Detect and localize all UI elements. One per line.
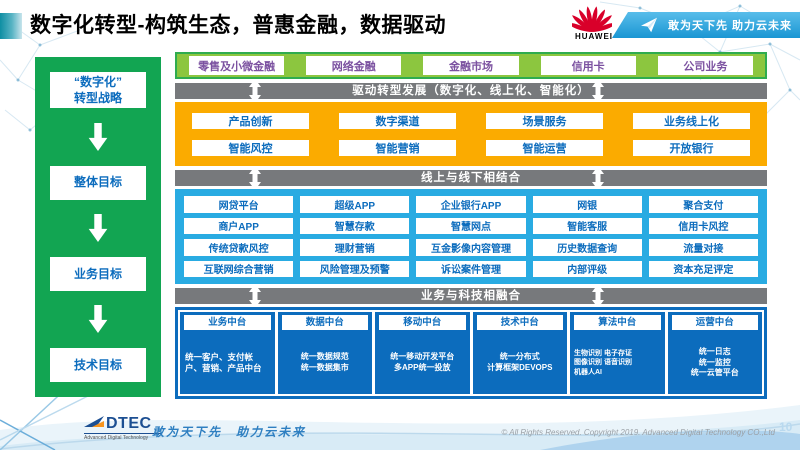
platform-header: 技术中台 bbox=[476, 315, 563, 330]
channel-box: 聚合支付 bbox=[648, 196, 758, 213]
platform-block: 业务中台 统一客户、支付帐户、营销、产品中台 数据中台 统一数据规范 统一数据集… bbox=[175, 307, 767, 399]
business-line-box: 信用卡 bbox=[540, 56, 636, 75]
down-arrow-icon bbox=[88, 305, 108, 334]
adtec-logo: DTEC Advanced Digital Technology bbox=[84, 416, 162, 441]
title-accent-square bbox=[0, 13, 22, 39]
capability-block: 产品创新 数字渠道 场景服务 业务线上化 智能风控 智能营销 智能运营 开放银行 bbox=[175, 102, 767, 166]
platform-body: 统一分布式 计算框架DEVOPS bbox=[487, 352, 553, 372]
channel-box: 内部评级 bbox=[532, 260, 642, 277]
platform-body: 统一客户、支付帐户、营销、产品中台 bbox=[185, 351, 262, 373]
sidebar-item-overall-goal: 整体目标 bbox=[50, 165, 146, 200]
capability-box: 智能运营 bbox=[486, 140, 603, 156]
platform-column-mobile: 移动中台 统一移动开发平台 多APP统一投放 bbox=[375, 312, 470, 394]
channel-box: 互联网综合营销 bbox=[184, 260, 294, 277]
capability-box: 智能营销 bbox=[339, 140, 456, 156]
business-line-strip: 零售及小微金融 网络金融 金融市场 信用卡 公司业务 bbox=[175, 52, 767, 79]
channel-box: 理财营销 bbox=[300, 239, 410, 256]
connector-bar-biz-tech: 业务与科技相融合 bbox=[175, 284, 767, 308]
business-line-box: 网络金融 bbox=[306, 56, 402, 75]
channel-box: 流量对接 bbox=[648, 239, 758, 256]
platform-header: 数据中台 bbox=[281, 315, 368, 330]
capability-box: 产品创新 bbox=[192, 113, 309, 129]
double-arrow-icon bbox=[592, 284, 605, 308]
channel-box: 网贷平台 bbox=[184, 196, 294, 213]
paper-plane-icon bbox=[640, 17, 658, 33]
connector-label: 驱动转型发展（数字化、线上化、智能化） bbox=[352, 85, 590, 97]
double-arrow-icon bbox=[249, 79, 261, 103]
channel-box: 历史数据查询 bbox=[532, 239, 642, 256]
channel-box: 信用卡风控 bbox=[648, 217, 758, 234]
huawei-flower-icon bbox=[572, 3, 616, 33]
channel-box: 智慧存款 bbox=[300, 217, 410, 234]
channel-box: 资本充足评定 bbox=[648, 260, 758, 277]
double-arrow-icon bbox=[592, 79, 605, 103]
platform-header: 移动中台 bbox=[379, 315, 466, 330]
adtec-subtext: Advanced Digital Technology bbox=[84, 433, 162, 441]
sidebar-item-business-goal: 业务目标 bbox=[50, 256, 146, 291]
channel-box: 智能客服 bbox=[532, 217, 642, 234]
banner-slogan: 敢为天下先 助力云未来 bbox=[668, 20, 793, 32]
channel-box: 互金影像内容管理 bbox=[416, 239, 526, 256]
platform-column-algorithm: 算法中台 生物识别 电子存证 图像识别 语音识别 机器人AI bbox=[570, 312, 665, 394]
footer-slogan: 敢为天下先 助力云未来 bbox=[152, 425, 307, 439]
platform-header: 算法中台 bbox=[574, 315, 661, 330]
double-arrow-icon bbox=[249, 166, 261, 190]
double-arrow-icon bbox=[592, 166, 605, 190]
connector-bar-online-offline: 线上与线下相结合 bbox=[175, 166, 767, 190]
platform-column-operation: 运营中台 统一日志 统一监控 统一云管平台 bbox=[667, 312, 762, 394]
header-banner: 敢为天下先 助力云未来 bbox=[612, 12, 800, 38]
strategy-sidebar: “数字化” 转型战略 整体目标 业务目标 技术目标 bbox=[35, 57, 161, 397]
platform-column-tech: 技术中台 统一分布式 计算框架DEVOPS bbox=[472, 312, 567, 394]
capability-box: 场景服务 bbox=[486, 113, 603, 129]
platform-header: 运营中台 bbox=[671, 315, 758, 330]
business-line-box: 零售及小微金融 bbox=[189, 56, 285, 75]
platform-body: 统一日志 统一监控 统一云管平台 bbox=[690, 346, 739, 378]
huawei-wordmark: HUAWEI bbox=[575, 32, 613, 41]
platform-body: 生物识别 电子存证 图像识别 语音识别 机器人AI bbox=[574, 349, 632, 376]
down-arrow-icon bbox=[88, 122, 108, 151]
sidebar-item-strategy: “数字化” 转型战略 bbox=[50, 72, 146, 109]
huawei-logo: HUAWEI bbox=[572, 3, 616, 41]
page-number: 10 bbox=[779, 420, 793, 434]
platform-header: 业务中台 bbox=[184, 315, 271, 330]
channel-box: 超级APP bbox=[300, 196, 410, 213]
channel-box: 商户APP bbox=[184, 217, 294, 234]
connector-label: 业务与科技相融合 bbox=[421, 290, 521, 302]
page-title: 数字化转型-构筑生态，普惠金融，数据驱动 bbox=[30, 14, 446, 37]
capability-box: 智能风控 bbox=[192, 140, 309, 156]
platform-column-data: 数据中台 统一数据规范 统一数据集市 bbox=[277, 312, 372, 394]
platform-column-business: 业务中台 统一客户、支付帐户、营销、产品中台 bbox=[180, 312, 275, 394]
business-line-box: 金融市场 bbox=[423, 56, 519, 75]
channel-box: 企业银行APP bbox=[416, 196, 526, 213]
adtec-wordmark: DTEC bbox=[106, 415, 152, 432]
sidebar-item-tech-goal: 技术目标 bbox=[50, 347, 146, 382]
channel-box: 风险管理及预警 bbox=[300, 260, 410, 277]
channel-block: 网贷平台 超级APP 企业银行APP 网银 聚合支付 商户APP 智慧存款 智慧… bbox=[175, 189, 767, 284]
adtec-mark-icon bbox=[84, 416, 104, 431]
channel-box: 智慧网点 bbox=[416, 217, 526, 234]
architecture-diagram: 零售及小微金融 网络金融 金融市场 信用卡 公司业务 驱动转型发展（数字化、线上… bbox=[175, 52, 767, 399]
connector-label: 线上与线下相结合 bbox=[421, 172, 521, 184]
capability-box: 开放银行 bbox=[633, 140, 750, 156]
business-line-box: 公司业务 bbox=[657, 56, 753, 75]
channel-box: 传统贷款风控 bbox=[184, 239, 294, 256]
connector-bar-drive-transform: 驱动转型发展（数字化、线上化、智能化） bbox=[175, 79, 767, 103]
capability-box: 业务线上化 bbox=[633, 113, 750, 129]
capability-box: 数字渠道 bbox=[339, 113, 456, 129]
platform-body: 统一移动开发平台 多APP统一投放 bbox=[390, 352, 455, 372]
down-arrow-icon bbox=[88, 214, 108, 243]
platform-body: 统一数据规范 统一数据集市 bbox=[300, 352, 349, 372]
double-arrow-icon bbox=[249, 284, 261, 308]
channel-box: 网银 bbox=[532, 196, 642, 213]
copyright-text: © All Rights Reserved. Copyright 2019. A… bbox=[501, 428, 775, 437]
channel-box: 诉讼案件管理 bbox=[416, 260, 526, 277]
